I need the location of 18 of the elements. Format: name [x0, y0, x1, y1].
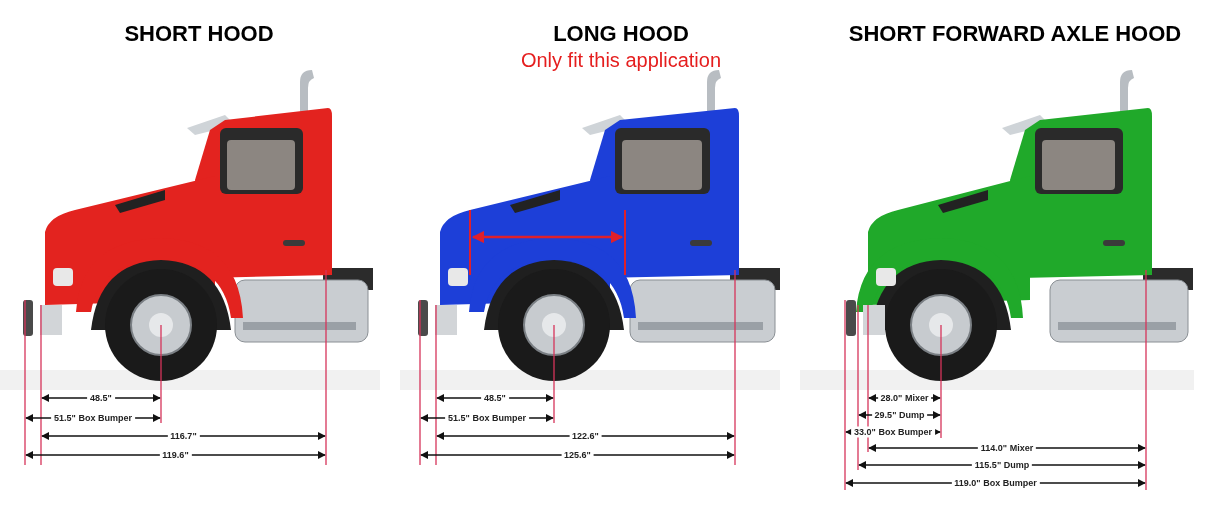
dimension-label: 114.0" Mixer: [977, 442, 1037, 454]
dimension-label: 116.7": [167, 430, 200, 442]
heading: SHORT HOOD: [124, 20, 274, 48]
dimension-label: 48.5": [87, 392, 115, 404]
note: Only fit this application: [520, 48, 722, 72]
dimension-label: 115.5" Dump: [971, 459, 1033, 471]
dimension-label: 51.5" Box Bumper: [445, 412, 529, 424]
heading: LONG HOOD: [553, 20, 689, 48]
dimension-label: 29.5" Dump: [871, 409, 928, 421]
heading: SHORT FORWARD AXLE HOOD: [848, 20, 1182, 48]
dimension-label: 119.0" Box Bumper: [951, 477, 1040, 489]
dimension-label: 48.5": [481, 392, 509, 404]
dimension-label: 122.6": [569, 430, 602, 442]
dimension-label: 125.6": [561, 449, 594, 461]
dimension-label: 28.0" Mixer: [877, 392, 932, 404]
dimension-label: 51.5" Box Bumper: [51, 412, 135, 424]
dimension-label: 119.6": [159, 449, 192, 461]
dimension-label: 33.0" Box Bumper: [851, 426, 935, 438]
